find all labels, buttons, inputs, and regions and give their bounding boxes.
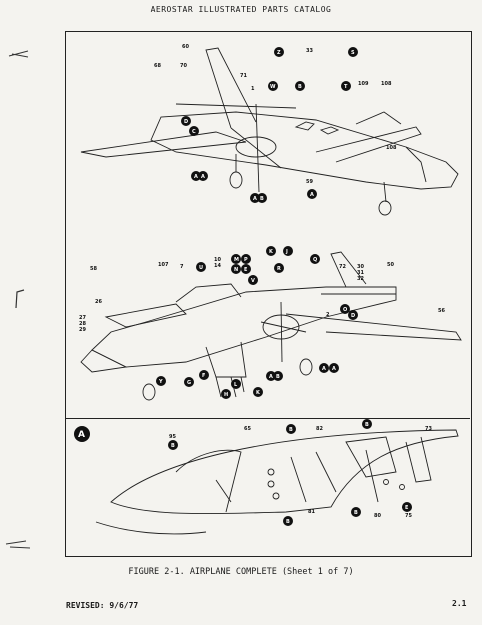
callout-58: 58 <box>90 266 97 272</box>
marker-a-mid2: A <box>322 366 326 372</box>
marker-c: C <box>192 129 196 135</box>
callout-28: 28 <box>79 321 86 327</box>
marker-b-d5: B <box>354 510 358 516</box>
callout-14: 14 <box>214 263 221 269</box>
margin-mark-bottom <box>5 540 31 549</box>
marker-e-mid: E <box>244 267 248 273</box>
callouts-top: 60 68 70 71 1 33 109 108 108 59 Z S W B … <box>154 44 397 203</box>
callout-27: 27 <box>79 315 86 321</box>
callout-26: 26 <box>95 299 102 305</box>
callout-60: 60 <box>182 44 189 50</box>
marker-b-d3: B <box>365 422 369 428</box>
callout-32: 32 <box>357 276 364 282</box>
detail-panel-letter: A <box>78 430 85 440</box>
callout-70: 70 <box>180 63 187 69</box>
callout-75: 75 <box>405 513 412 519</box>
margin-mark-mid <box>15 289 25 309</box>
callout-71: 71 <box>240 73 247 79</box>
callout-65: 65 <box>244 426 251 432</box>
marker-b-top: B <box>298 84 302 90</box>
callout-72: 72 <box>339 264 346 270</box>
marker-v: V <box>251 278 255 284</box>
marker-q: Q <box>313 257 317 263</box>
callout-1: 1 <box>251 86 255 92</box>
callout-56: 56 <box>438 308 445 314</box>
marker-b-low: B <box>260 196 264 202</box>
marker-p: P <box>244 257 248 263</box>
callout-2: 2 <box>326 312 330 318</box>
marker-j: J <box>285 249 288 255</box>
panel-divider <box>66 418 470 419</box>
marker-a3: A <box>253 196 257 202</box>
callout-107: 107 <box>158 262 169 268</box>
airplane-illustration <box>80 47 462 535</box>
callout-108-b: 108 <box>386 145 397 151</box>
marker-m: M <box>234 257 239 263</box>
figure-title: FIGURE 2-1. AIRPLANE COMPLETE <box>128 567 277 577</box>
marker-z: Z <box>277 50 281 56</box>
marker-k: K <box>269 249 274 255</box>
callout-33: 33 <box>306 48 313 54</box>
callout-81: 81 <box>308 509 315 515</box>
page-header: AEROSTAR ILLUSTRATED PARTS CATALOG <box>150 5 332 14</box>
illustration-frame: 60 68 70 71 1 33 109 108 108 59 Z S W B … <box>65 31 472 557</box>
marker-f: F <box>202 373 205 379</box>
marker-b-d1: B <box>171 443 175 449</box>
marker-y: Y <box>158 379 163 385</box>
airplane-detail-a <box>95 429 459 535</box>
marker-b-d4: B <box>286 519 290 525</box>
marker-b-mid: B <box>276 374 280 380</box>
marker-e-d: E <box>405 505 409 511</box>
marker-a2: A <box>201 174 205 180</box>
callout-10: 10 <box>214 257 221 263</box>
callout-59: 59 <box>306 179 313 185</box>
marker-u: U <box>199 265 203 271</box>
marker-n: N <box>234 267 238 273</box>
marker-k-low: K <box>256 390 261 396</box>
callout-82: 82 <box>316 426 323 432</box>
callout-68: 68 <box>154 63 161 69</box>
callouts-middle: 58 107 7 10 14 72 30 31 32 50 26 27 28 2… <box>79 246 445 399</box>
callout-95: 95 <box>169 434 176 440</box>
marker-a4: A <box>310 192 314 198</box>
page-number: 2.1 <box>452 599 467 608</box>
margin-mark-top <box>8 50 29 58</box>
callout-80: 80 <box>374 513 381 519</box>
callout-31: 31 <box>357 270 364 276</box>
marker-w: W <box>270 84 276 90</box>
callout-108-a: 108 <box>381 81 392 87</box>
marker-d-top: D <box>184 119 188 125</box>
figure-caption: FIGURE 2-1. AIRPLANE COMPLETE (Sheet 1 o… <box>0 567 482 577</box>
figure-sheet: (Sheet 1 of 7) <box>281 567 354 577</box>
marker-o: O <box>343 307 347 313</box>
marker-a-mid3: A <box>332 366 336 372</box>
airplane-middle-view <box>80 251 462 401</box>
revision-date: REVISED: 9/6/77 <box>66 601 139 610</box>
marker-l: L <box>234 382 238 388</box>
marker-a-mid: A <box>269 374 273 380</box>
marker-d-mid: D <box>351 313 355 319</box>
callout-30: 30 <box>357 264 364 270</box>
marker-h: H <box>224 392 228 398</box>
marker-a1: A <box>194 174 198 180</box>
callout-7: 7 <box>180 264 184 270</box>
marker-r: R <box>277 266 281 272</box>
callout-50: 50 <box>387 262 394 268</box>
marker-g: G <box>187 380 191 386</box>
marker-b-d2: B <box>289 427 293 433</box>
marker-s: S <box>351 50 355 56</box>
callout-layer: 60 68 70 71 1 33 109 108 108 59 Z S W B … <box>74 44 445 526</box>
airplane-top-view <box>80 47 459 216</box>
callout-29: 29 <box>79 327 86 333</box>
callout-109: 109 <box>358 81 369 87</box>
marker-t: T <box>344 84 348 90</box>
callouts-detail: A 95 65 82 73 81 80 75 B B B B B E <box>74 419 432 526</box>
callout-73: 73 <box>425 426 432 432</box>
